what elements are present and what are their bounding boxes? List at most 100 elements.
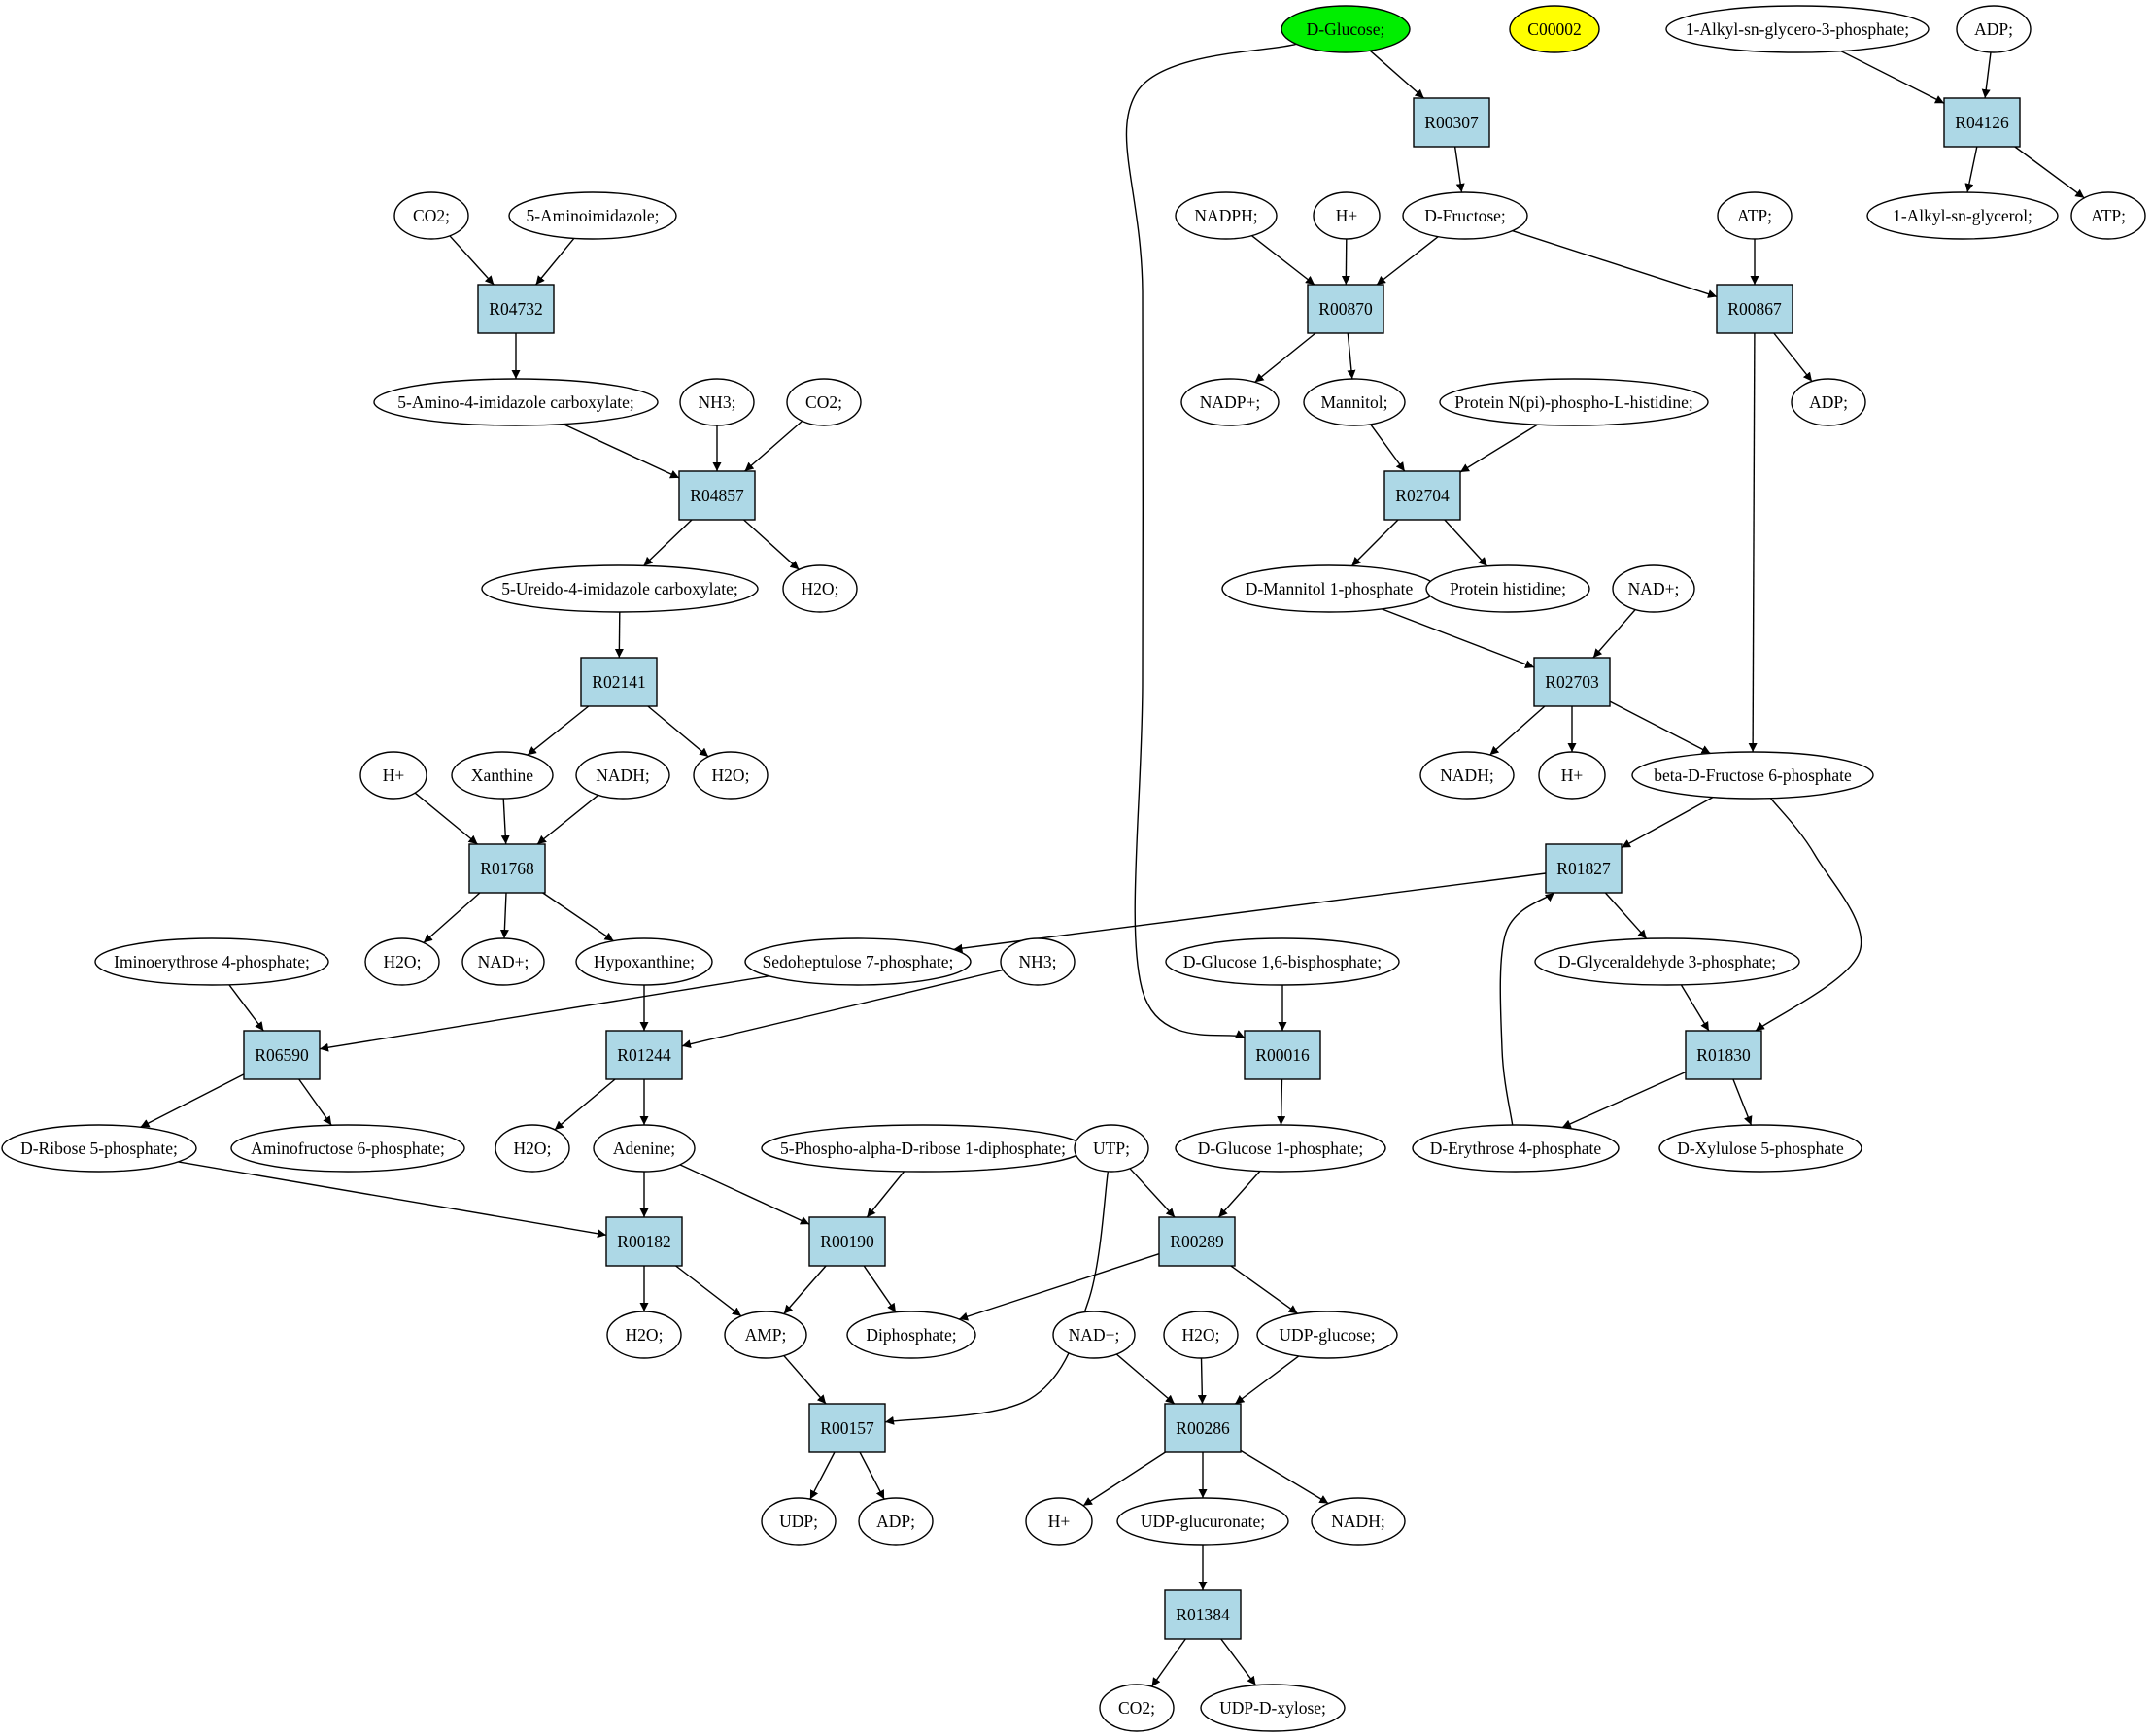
- node-label: NH3;: [699, 392, 736, 412]
- compound-node-n-diphosphate[interactable]: Diphosphate;: [846, 1311, 976, 1359]
- reaction-node-r-r01768[interactable]: R01768: [468, 843, 546, 894]
- reaction-node-r-r01244[interactable]: R01244: [605, 1030, 683, 1080]
- compound-node-n-udp[interactable]: UDP;: [761, 1497, 837, 1546]
- edge-r-r00286-to-n-nadh-c: [1240, 1449, 1329, 1505]
- compound-node-n-nh3-a[interactable]: NH3;: [679, 378, 755, 426]
- reaction-node-r-r00289[interactable]: R00289: [1158, 1216, 1236, 1267]
- compound-node-n-co2-a[interactable]: CO2;: [393, 191, 469, 240]
- compound-node-n-aminofructose6p[interactable]: Aminofructose 6-phosphate;: [230, 1124, 465, 1173]
- edge-r-r00286-to-n-h-d: [1082, 1451, 1166, 1507]
- compound-node-n-adp-top[interactable]: ADP;: [1956, 5, 2032, 53]
- compound-node-n-dglucose-top[interactable]: D-Glucose;: [1281, 5, 1411, 53]
- compound-node-n-proteinhistidine[interactable]: Protein histidine;: [1425, 564, 1590, 613]
- compound-node-n-h2o-d[interactable]: H2O;: [495, 1124, 570, 1173]
- compound-node-n-prpp[interactable]: 5-Phospho-alpha-D-ribose 1-diphosphate;: [761, 1124, 1085, 1173]
- reaction-node-r-r06590[interactable]: R06590: [243, 1030, 321, 1080]
- compound-node-n-nadh-c[interactable]: NADH;: [1311, 1497, 1406, 1546]
- reaction-node-r-r01384[interactable]: R01384: [1164, 1589, 1242, 1640]
- compound-node-n-udpglucuronate[interactable]: UDP-glucuronate;: [1116, 1497, 1289, 1546]
- compound-node-n-iminoerythrose4p[interactable]: Iminoerythrose 4-phosphate;: [94, 937, 329, 986]
- compound-node-n-betafructose6p[interactable]: beta-D-Fructose 6-phosphate: [1631, 751, 1874, 800]
- compound-node-n-udpglucose[interactable]: UDP-glucose;: [1256, 1311, 1398, 1359]
- compound-node-n-nad-b[interactable]: NAD+;: [461, 937, 545, 986]
- edge-r-r00182-to-n-amp: [675, 1265, 742, 1317]
- compound-node-n-co2-c[interactable]: CO2;: [1099, 1684, 1175, 1732]
- compound-node-n-dglucose16bp[interactable]: D-Glucose 1,6-bisphosphate;: [1165, 937, 1400, 986]
- edge-r-r02704-to-n-dmannitol1p: [1350, 519, 1399, 567]
- edge-r-r00867-to-n-betafructose6p: [1748, 332, 1758, 753]
- reaction-node-r-r00157[interactable]: R00157: [808, 1403, 886, 1453]
- reaction-node-r-r00182[interactable]: R00182: [605, 1216, 683, 1267]
- compound-node-n-h-d[interactable]: H+: [1025, 1497, 1093, 1546]
- compound-node-n-nadph[interactable]: NADPH;: [1175, 191, 1278, 240]
- compound-node-n-udpxylose[interactable]: UDP-D-xylose;: [1200, 1684, 1346, 1732]
- compound-node-n-co2-b[interactable]: CO2;: [786, 378, 862, 426]
- compound-node-n-amp[interactable]: AMP;: [724, 1311, 807, 1359]
- compound-node-n-atp-a[interactable]: ATP;: [1717, 191, 1793, 240]
- compound-ellipse: [1281, 5, 1411, 53]
- compound-node-n-dglucose1p[interactable]: D-Glucose 1-phosphate;: [1175, 1124, 1386, 1173]
- reaction-node-r-r00190[interactable]: R00190: [808, 1216, 886, 1267]
- compound-node-n-h-b[interactable]: H+: [359, 751, 427, 800]
- compound-ellipse: [1303, 378, 1406, 426]
- compound-node-n-dribose5p[interactable]: D-Ribose 5-phosphate;: [1, 1124, 197, 1173]
- compound-node-n-h-a[interactable]: H+: [1313, 191, 1381, 240]
- reaction-node-r-r00307[interactable]: R00307: [1413, 97, 1490, 148]
- compound-node-n-mannitol[interactable]: Mannitol;: [1303, 378, 1406, 426]
- compound-node-n-aminoimidazolecarboxylate[interactable]: 5-Amino-4-imidazole carboxylate;: [373, 378, 659, 426]
- reaction-node-r-r02704[interactable]: R02704: [1383, 470, 1461, 521]
- compound-node-n-xanthine[interactable]: Xanthine: [451, 751, 554, 800]
- reaction-node-r-r00867[interactable]: R00867: [1716, 284, 1793, 334]
- edge-n-h-a-to-r-r00870: [1341, 238, 1350, 286]
- edge-r-r01830-to-n-derythrose4p: [1561, 1071, 1687, 1129]
- compound-node-n-h2o-e[interactable]: H2O;: [606, 1311, 682, 1359]
- compound-node-n-h2o-b[interactable]: H2O;: [693, 751, 769, 800]
- reaction-node-r-r02141[interactable]: R02141: [580, 657, 658, 707]
- edge-r-r01768-to-n-nad-b: [499, 892, 509, 939]
- compound-node-n-utp[interactable]: UTP;: [1074, 1124, 1149, 1173]
- compound-node-n-alkylglycero3p[interactable]: 1-Alkyl-sn-glycero-3-phosphate;: [1665, 5, 1930, 53]
- compound-node-n-c00002[interactable]: C00002: [1509, 5, 1600, 53]
- compound-node-n-ureidoimidazolecarboxylate[interactable]: 5-Ureido-4-imidazole carboxylate;: [481, 564, 759, 613]
- compound-node-n-h2o-f[interactable]: H2O;: [1163, 1311, 1239, 1359]
- reaction-node-r-r01830[interactable]: R01830: [1685, 1030, 1762, 1080]
- compound-node-n-nadh-b[interactable]: NADH;: [1419, 751, 1515, 800]
- compound-node-n-alkylglycerol[interactable]: 1-Alkyl-sn-glycerol;: [1866, 191, 2059, 240]
- edge-r-r00157-to-n-adp-c: [859, 1451, 885, 1500]
- reaction-box: [1545, 843, 1623, 894]
- compound-node-n-nadh-a[interactable]: NADH;: [575, 751, 670, 800]
- compound-node-n-adp-c[interactable]: ADP;: [858, 1497, 934, 1546]
- reaction-node-r-r00870[interactable]: R00870: [1307, 284, 1384, 334]
- node-label: CO2;: [413, 206, 450, 225]
- compound-node-n-h2o-c[interactable]: H2O;: [364, 937, 440, 986]
- reaction-node-r-r02703[interactable]: R02703: [1533, 657, 1611, 707]
- compound-node-n-proteinphosphohistidine[interactable]: Protein N(pi)-phospho-L-histidine;: [1439, 378, 1709, 426]
- reaction-node-r-r04732[interactable]: R04732: [477, 284, 555, 334]
- compound-node-n-dxylulose5p[interactable]: D-Xylulose 5-phosphate: [1658, 1124, 1862, 1173]
- compound-node-n-dmannitol1p[interactable]: D-Mannitol 1-phosphate: [1221, 564, 1437, 613]
- compound-node-n-adp-b[interactable]: ADP;: [1791, 378, 1866, 426]
- node-label: R01244: [617, 1045, 671, 1065]
- reaction-node-r-r01827[interactable]: R01827: [1545, 843, 1623, 894]
- reaction-box: [678, 470, 756, 521]
- reaction-node-r-r04857[interactable]: R04857: [678, 470, 756, 521]
- compound-node-n-nh3-b[interactable]: NH3;: [1000, 937, 1076, 986]
- compound-node-n-derythrose4p[interactable]: D-Erythrose 4-phosphate: [1412, 1124, 1620, 1173]
- compound-node-n-aminoimidazole[interactable]: 5-Aminoimidazole;: [508, 191, 677, 240]
- compound-node-n-nadp[interactable]: NADP+;: [1180, 378, 1280, 426]
- compound-node-n-hypoxanthine[interactable]: Hypoxanthine;: [575, 937, 713, 986]
- reaction-node-r-r00286[interactable]: R00286: [1164, 1403, 1242, 1453]
- compound-node-n-dfructose[interactable]: D-Fructose;: [1402, 191, 1528, 240]
- compound-node-n-dglyceraldehyde3p[interactable]: D-Glyceraldehyde 3-phosphate;: [1534, 937, 1800, 986]
- reaction-node-r-r04126[interactable]: R04126: [1943, 97, 2021, 148]
- compound-ellipse: [495, 1124, 570, 1173]
- reaction-node-r-r00016[interactable]: R00016: [1244, 1030, 1321, 1080]
- compound-node-n-adenine[interactable]: Adenine;: [593, 1124, 696, 1173]
- compound-node-n-nad-c[interactable]: NAD+;: [1052, 1311, 1136, 1359]
- compound-node-n-h-c[interactable]: H+: [1538, 751, 1606, 800]
- compound-node-n-nad-a[interactable]: NAD+;: [1612, 564, 1695, 613]
- compound-node-n-h2o-a[interactable]: H2O;: [782, 564, 858, 613]
- compound-node-n-atp-b[interactable]: ATP;: [2070, 191, 2146, 240]
- compound-node-n-sedoheptulose7p[interactable]: Sedoheptulose 7-phosphate;: [744, 937, 972, 986]
